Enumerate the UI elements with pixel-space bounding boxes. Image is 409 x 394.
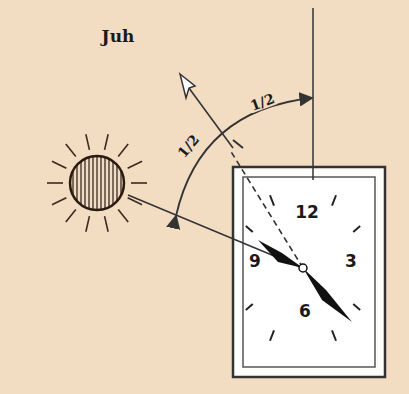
arc-divider xyxy=(233,140,243,148)
sun-ray xyxy=(105,134,109,150)
hour-tick xyxy=(246,304,253,310)
sun-ray xyxy=(66,144,76,157)
clock-number: 6 xyxy=(299,303,311,320)
bisector-line xyxy=(230,150,303,268)
half-angle-label: 1/2 xyxy=(247,91,277,113)
sun-ray xyxy=(86,134,90,150)
sun-ray xyxy=(128,161,142,168)
clock-number: 3 xyxy=(345,253,357,270)
hour-tick xyxy=(332,195,336,205)
direction-label: Juh xyxy=(102,28,135,45)
sun-ray xyxy=(118,144,128,157)
south-arrowhead xyxy=(180,74,195,98)
sun-line xyxy=(128,195,303,268)
sun-ray xyxy=(118,210,128,223)
clock-face-box: 12 9 3 6 xyxy=(243,177,375,367)
hour-tick xyxy=(270,330,274,340)
clock-number: 9 xyxy=(249,253,261,270)
half-angle-label: 1/2 xyxy=(174,131,202,160)
hour-tick xyxy=(270,195,274,205)
hour-tick xyxy=(332,330,336,340)
sun-ray xyxy=(105,216,109,232)
sun-ray xyxy=(131,182,147,184)
hour-tick xyxy=(353,226,360,232)
clock-face xyxy=(243,177,375,367)
sun xyxy=(47,134,147,231)
clock-number: 12 xyxy=(295,204,319,221)
noon-line xyxy=(312,8,314,180)
sun-ray xyxy=(52,161,66,168)
sun-ray xyxy=(47,182,63,184)
sun-ray xyxy=(66,210,76,223)
hour-tick xyxy=(353,304,360,310)
sun-ray xyxy=(86,216,90,232)
sun-ray xyxy=(52,198,66,205)
clock-pivot xyxy=(299,264,307,272)
hour-tick xyxy=(246,226,253,232)
hour-hand xyxy=(258,240,303,268)
sun-ray xyxy=(128,198,142,205)
angle-arc xyxy=(176,98,312,216)
clock-frame xyxy=(233,167,385,377)
